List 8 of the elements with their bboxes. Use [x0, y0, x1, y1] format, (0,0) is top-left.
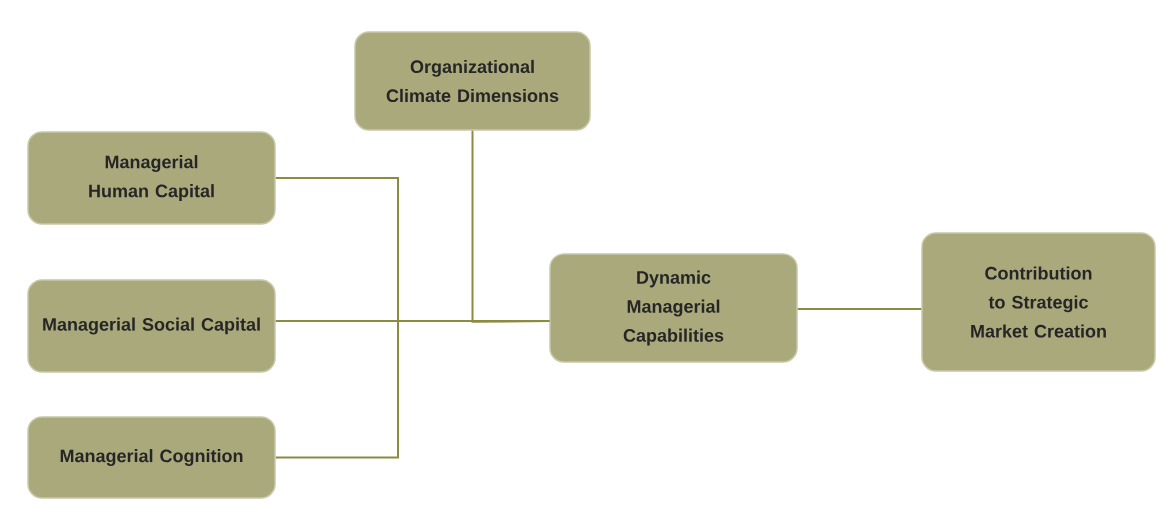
process-box: Managerial Human Capital: [27, 131, 276, 225]
connector-line: [796, 308, 923, 310]
process-box: Contribution to Strategic Market Creation: [921, 232, 1156, 372]
process-box: Managerial Social Capital: [27, 279, 276, 373]
process-box: Dynamic Managerial Capabilities: [549, 253, 798, 363]
process-box: Organizational Climate Dimensions: [354, 31, 591, 131]
process-box: Managerial Cognition: [27, 416, 276, 499]
connector-line: [471, 129, 551, 323]
